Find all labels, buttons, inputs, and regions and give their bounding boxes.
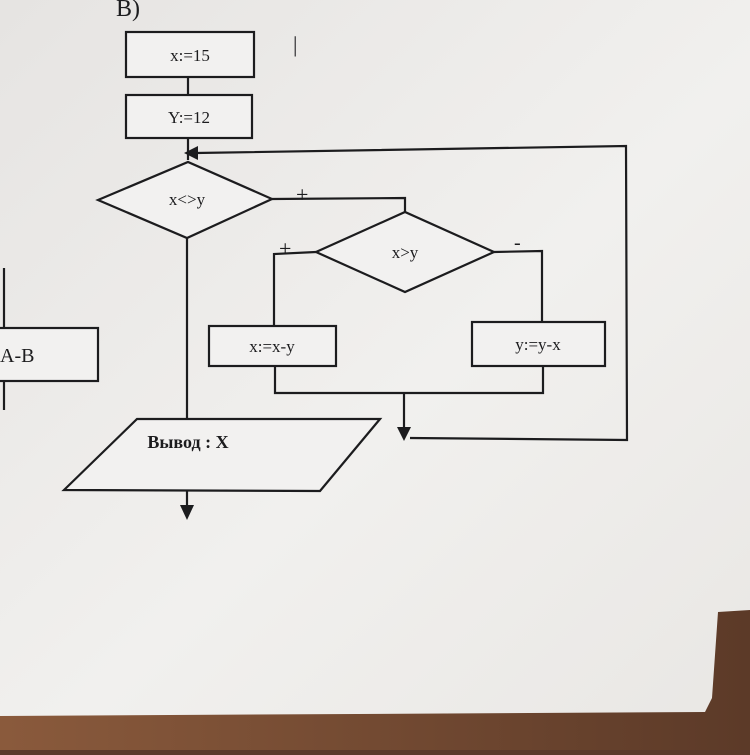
- sub-x-block: [207, 324, 338, 368]
- outer-condition-label: x<>y: [169, 190, 206, 209]
- loop-back-line: [195, 144, 629, 442]
- side-fragment-label: A-B: [0, 345, 34, 367]
- sub-x-label: x:=x-y: [249, 337, 295, 356]
- outer-true-mark: +: [296, 182, 308, 207]
- end-arrowhead: [180, 505, 194, 520]
- outer-true-line: [271, 196, 407, 212]
- merge-line: [273, 366, 545, 395]
- sub-y-block: [470, 320, 607, 368]
- assign-y-label: Y:=12: [168, 108, 210, 127]
- loop-back-arrowhead: [184, 146, 198, 160]
- stray-mark: |: [293, 32, 297, 57]
- merge-arrowhead: [397, 427, 411, 441]
- inner-true-mark: +: [279, 236, 291, 261]
- inner-false-line: [493, 249, 544, 323]
- inner-condition-label: x>y: [392, 243, 419, 262]
- paper-sheet: [0, 0, 750, 716]
- output-block: [61, 417, 383, 493]
- output-label: Вывод : X: [147, 432, 228, 452]
- inner-false-mark: -: [514, 232, 521, 254]
- inner-true-line: [272, 250, 317, 326]
- side-fragment-box: [0, 326, 100, 383]
- assign-x-label: x:=15: [170, 46, 210, 65]
- assign-x-block: [124, 30, 256, 79]
- sub-y-label: y:=y-x: [515, 335, 561, 354]
- assign-y-block: [124, 93, 254, 140]
- section-label: B): [116, 0, 140, 22]
